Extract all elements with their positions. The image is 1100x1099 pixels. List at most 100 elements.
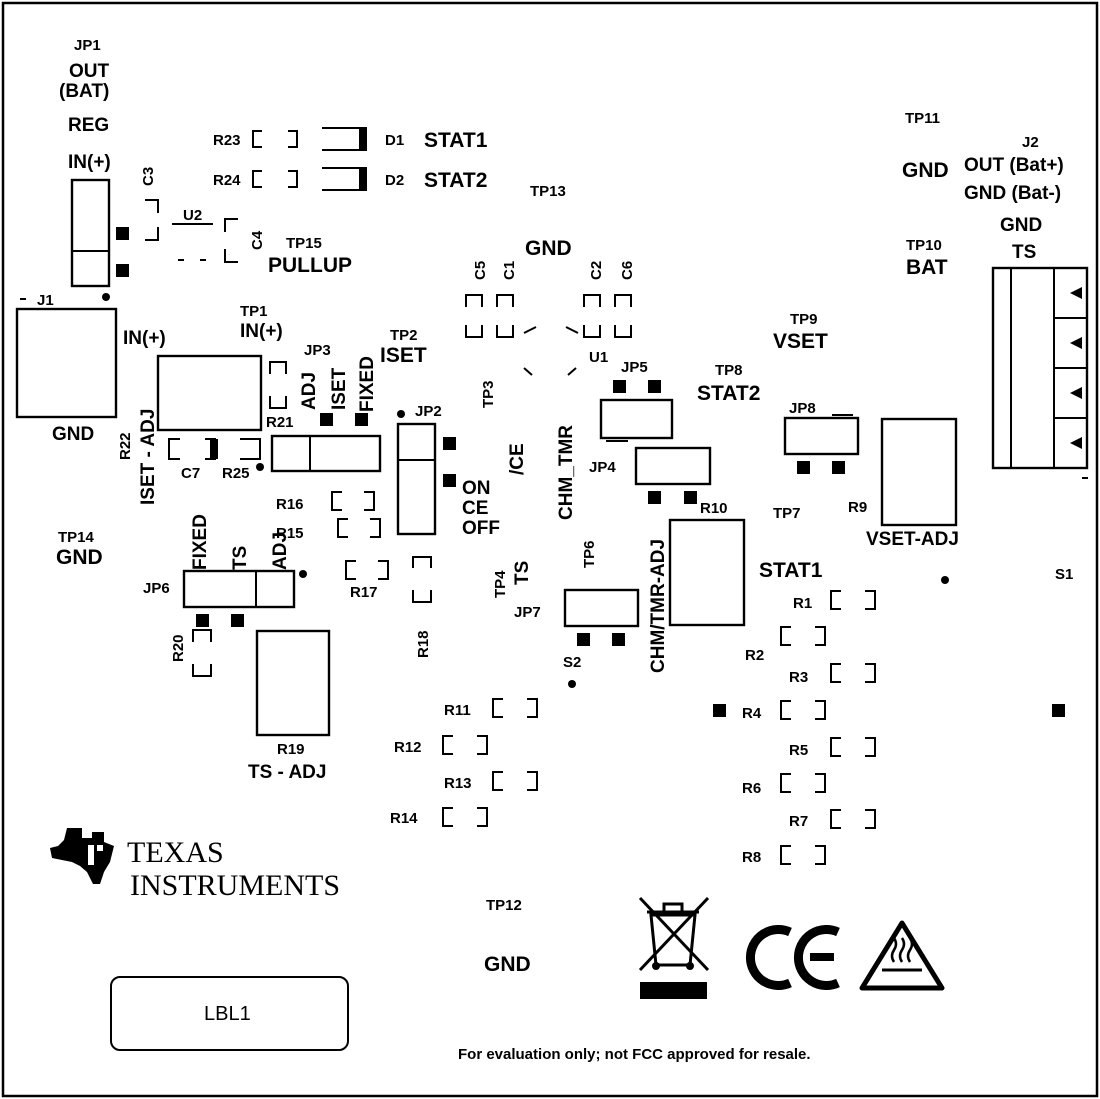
- ts-adj-pot: [255, 629, 331, 737]
- out-bat-label: OUT: [69, 61, 110, 82]
- r14-label: R14: [390, 810, 418, 827]
- j2-terminal-block: [991, 266, 1089, 479]
- footer-note: For evaluation only; not FCC approved fo…: [458, 1046, 811, 1063]
- hot-surface-icon: [859, 920, 945, 991]
- jp7-label: JP7: [514, 604, 541, 621]
- jp8-header: [783, 414, 860, 474]
- tp7-label: TP7: [773, 505, 801, 522]
- r8-label: R8: [742, 849, 761, 866]
- fixed-jp3-label: FIXED: [357, 356, 378, 412]
- ts-tp4-label: TS: [512, 561, 533, 585]
- lbl1-label: LBL1: [204, 1003, 251, 1025]
- resistor-column-mid: R11 R12 R13 R14: [390, 698, 538, 827]
- tp10-label: TP10: [906, 237, 942, 254]
- r23-label: R23: [213, 132, 241, 149]
- lbl1-box: [110, 976, 349, 1051]
- adj-jp3-label: ADJ: [299, 372, 320, 410]
- iset-adj-pot: [156, 354, 263, 432]
- s1-label: S1: [1055, 566, 1073, 583]
- j1-label: J1: [37, 292, 54, 309]
- r5-label: R5: [789, 742, 808, 759]
- r21-label: R21: [266, 414, 294, 431]
- r1-label: R1: [793, 595, 812, 612]
- stat1-right-label: STAT1: [759, 559, 823, 582]
- c7-footprint: [168, 438, 261, 460]
- out-batp-label: OUT (Bat+): [964, 155, 1064, 176]
- u2-label: U2: [183, 207, 202, 224]
- r22-label: R22: [117, 432, 134, 460]
- jp6-header: [182, 569, 296, 627]
- jp5-header: [599, 380, 674, 442]
- c5-label: C5: [472, 261, 489, 280]
- iset-jp3-label: ISET: [329, 367, 350, 410]
- j1-connector: [15, 307, 118, 419]
- pullup-label: PULLUP: [268, 254, 352, 277]
- gnd-mid-label: GND: [525, 237, 572, 260]
- in-plus-top-label: IN(+): [68, 152, 111, 173]
- ts-adj-label: TS - ADJ: [248, 762, 326, 783]
- vset-adj-pot: [880, 417, 958, 527]
- jp4-label: JP4: [589, 459, 616, 476]
- gnd-batm-label: GND (Bat-): [964, 183, 1061, 204]
- r15-label: R15: [276, 525, 304, 542]
- jp2-header: [396, 422, 456, 536]
- vset-adj-label: VSET-ADJ: [866, 529, 959, 550]
- weee-bin-icon: [638, 896, 710, 999]
- vset-label: VSET: [773, 330, 828, 353]
- j2-label: J2: [1022, 134, 1039, 151]
- r16-footprint: [331, 491, 375, 511]
- jp1-label: JP1: [74, 37, 101, 54]
- jp3-header: [270, 413, 382, 473]
- in-plus-j1-label: IN(+): [123, 328, 166, 349]
- stat1-top-label: STAT1: [424, 129, 488, 152]
- c3-label: C3: [140, 167, 157, 186]
- u1-label: U1: [589, 349, 608, 366]
- tp9-label: TP9: [790, 311, 818, 328]
- r18-label: R18: [415, 630, 432, 658]
- jp5-label: JP5: [621, 359, 648, 376]
- iset-tp2-label: ISET: [380, 344, 427, 367]
- r6-label: R6: [742, 780, 761, 797]
- tp4-label: TP4: [492, 570, 509, 598]
- jp4-header: [634, 446, 712, 504]
- tp8-label: TP8: [715, 362, 743, 379]
- tp6-label: TP6: [581, 540, 598, 568]
- d1-label: D1: [385, 132, 404, 149]
- tp2-label: TP2: [390, 327, 418, 344]
- stat2-top-label: STAT2: [424, 169, 487, 192]
- ti-logo-icon: [50, 828, 114, 884]
- gnd-tp12-label: GND: [484, 953, 531, 976]
- r18-footprint: [412, 556, 432, 603]
- bat-paren-label: (BAT): [59, 81, 109, 102]
- gnd-j2-label: GND: [1000, 215, 1042, 236]
- r24-label: R24: [213, 172, 241, 189]
- on-label: ON: [462, 478, 491, 499]
- brand-line1: TEXAS: [127, 836, 224, 869]
- r4-label: R4: [742, 705, 762, 722]
- c2-label: C2: [588, 261, 605, 280]
- d2-footprint: [322, 167, 367, 191]
- r11-label: R11: [444, 702, 471, 719]
- r20-label: R20: [170, 634, 187, 662]
- r7-label: R7: [789, 813, 808, 830]
- c6-label: C6: [619, 261, 636, 280]
- r16-label: R16: [276, 496, 304, 513]
- gnd-tp11-label: GND: [902, 159, 949, 182]
- bat-label: BAT: [906, 256, 948, 279]
- stat2-tp8-label: STAT2: [697, 382, 760, 405]
- r2-label: R2: [745, 647, 764, 664]
- r23-footprint: [252, 130, 298, 148]
- jp7-header: [563, 588, 640, 646]
- s2-label: S2: [563, 654, 581, 671]
- r9-label: R9: [848, 499, 867, 516]
- jp2-label: JP2: [415, 403, 442, 420]
- c1-label: C1: [501, 261, 518, 280]
- r21-footprint: [269, 361, 287, 409]
- slash-ce-label: /CE: [507, 443, 528, 475]
- jp1-header: [70, 178, 129, 301]
- r25-label: R25: [222, 465, 250, 482]
- r17-label: R17: [350, 584, 378, 601]
- chm-tmr-adj-label: CHM/TMR-ADJ: [648, 539, 669, 673]
- r10-label: R10: [700, 500, 728, 517]
